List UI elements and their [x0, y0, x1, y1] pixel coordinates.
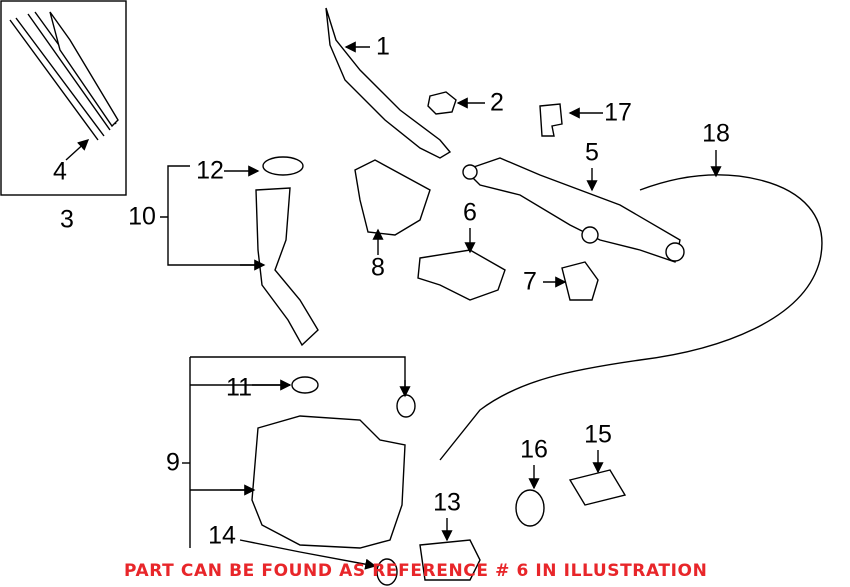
callout-8: 8 — [371, 253, 385, 282]
callout-1: 1 — [376, 32, 390, 61]
filler-neck-part — [255, 187, 319, 347]
washer-hose-part — [439, 174, 823, 461]
clip-part — [539, 103, 563, 137]
callout-13: 13 — [433, 488, 461, 517]
callout-3: 3 — [60, 205, 74, 234]
level-sensor-part — [568, 469, 627, 506]
washer-reservoir-part — [251, 394, 416, 549]
bracket-part — [354, 159, 431, 236]
callout-14: 14 — [208, 521, 236, 550]
wiper-blade-box — [0, 0, 127, 196]
nut-part — [427, 91, 457, 115]
callout-9: 9 — [166, 448, 180, 477]
wiper-blade-part — [9, 11, 119, 141]
callout-11: 11 — [226, 373, 252, 402]
callout-12: 12 — [196, 156, 224, 185]
callout-10: 10 — [128, 202, 156, 231]
callout-7: 7 — [523, 267, 537, 296]
callout-18: 18 — [702, 119, 730, 148]
seal-ring-part — [515, 489, 545, 527]
washer-pump-part — [419, 539, 481, 581]
grommet-part — [291, 376, 319, 394]
callout-17: 17 — [604, 98, 632, 127]
filler-cap-part — [262, 156, 304, 176]
callout-6: 6 — [463, 198, 477, 227]
wiper-linkage-part — [462, 157, 685, 263]
callout-15: 15 — [584, 420, 612, 449]
wiper-motor-part — [417, 249, 506, 301]
callout-5: 5 — [585, 138, 599, 167]
connector-part — [561, 261, 599, 301]
reference-notice: PART CAN BE FOUND AS REFERENCE # 6 IN IL… — [124, 561, 708, 581]
callout-2: 2 — [490, 88, 504, 117]
wiper-arm-part — [325, 7, 452, 159]
callout-16: 16 — [520, 435, 548, 464]
callout-4: 4 — [53, 157, 67, 186]
pump-seal-part — [376, 558, 398, 586]
